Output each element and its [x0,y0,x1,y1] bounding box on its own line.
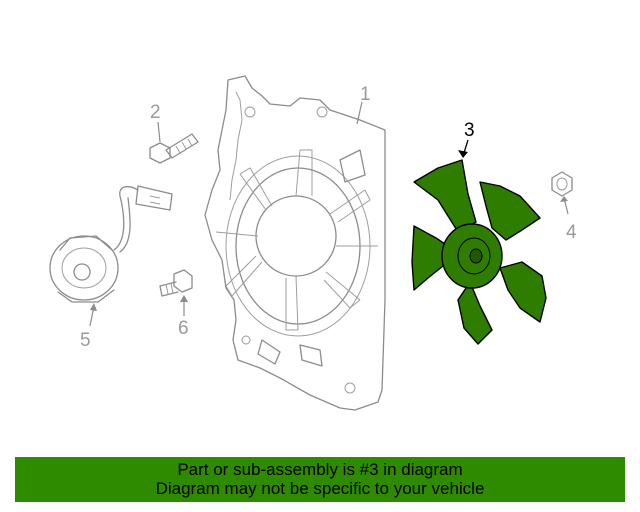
banner-line-disclaimer: Diagram may not be specific to your vehi… [155,479,485,498]
callout-label-2: 2 [150,102,161,123]
bolt-part-6[interactable] [159,269,193,297]
banner-line-part-number: Part or sub-assembly is #3 in diagram [177,460,463,479]
callout-label-1: 1 [360,84,371,105]
fan-shroud-part-1[interactable] [204,75,386,411]
leader-arrow-3 [458,139,469,158]
parts-diagram: 1 2 3 4 5 6 [49,75,577,411]
bolt-part-2[interactable] [149,133,199,164]
fan-motor-part-5[interactable] [49,185,173,303]
leader-arrow-5 [89,303,97,327]
nut-part-4[interactable] [551,171,573,197]
info-banner: Part or sub-assembly is #3 in diagram Di… [15,457,625,502]
leader-line-2 [157,121,161,143]
callout-label-6: 6 [178,318,189,339]
callout-label-3: 3 [464,120,475,141]
callout-label-5: 5 [80,330,91,351]
callout-label-4: 4 [566,222,577,243]
leader-arrow-4 [560,196,569,215]
leader-arrow-6 [180,295,188,316]
leader-line-1 [356,101,363,125]
cooling-fan-part-3[interactable] [411,159,547,345]
